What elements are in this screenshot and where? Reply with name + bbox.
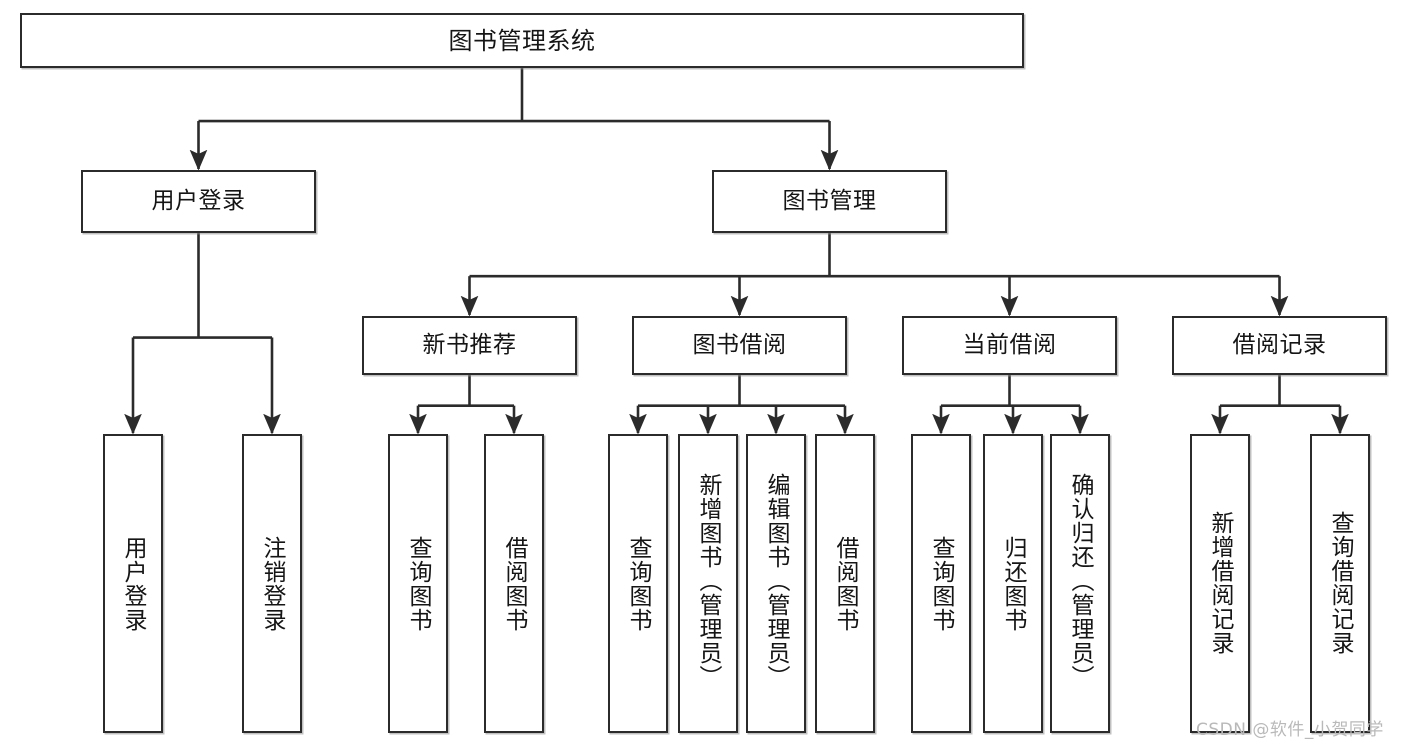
node-label: 归还图书: [1000, 535, 1027, 632]
watermark-text: CSDN @软件_小贺同学: [1196, 720, 1384, 740]
node-l-query1[interactable]: 查询图书: [388, 434, 448, 733]
node-l-queryrec[interactable]: 查询借阅记录: [1310, 434, 1370, 733]
node-label: 用户登录: [151, 188, 246, 215]
node-l-edit[interactable]: 编辑图书（管理员）: [746, 434, 806, 733]
node-l-confirm[interactable]: 确认归还（管理员）: [1050, 434, 1110, 733]
node-l-logout[interactable]: 注销登录: [242, 434, 302, 733]
node-label: 查询图书: [625, 535, 652, 632]
node-login[interactable]: 用户登录: [81, 170, 316, 233]
node-label: 查询借阅记录: [1327, 510, 1354, 655]
node-label: 查询图书: [928, 535, 955, 632]
node-label: 用户登录: [120, 535, 147, 632]
node-label: 图书借阅: [692, 332, 787, 359]
node-label: 新增图书（管理员）: [695, 473, 722, 689]
node-label: 借阅记录: [1232, 332, 1327, 359]
node-label: 图书管理系统: [448, 26, 596, 55]
node-l-query2[interactable]: 查询图书: [608, 434, 668, 733]
node-label: 当前借阅: [962, 332, 1057, 359]
node-newbook[interactable]: 新书推荐: [362, 316, 577, 375]
node-records[interactable]: 借阅记录: [1172, 316, 1387, 375]
node-label: 确认归还（管理员）: [1067, 473, 1094, 689]
node-l-borrow1[interactable]: 借阅图书: [484, 434, 544, 733]
node-l-addrec[interactable]: 新增借阅记录: [1190, 434, 1250, 733]
node-label: 新增借阅记录: [1207, 510, 1234, 655]
node-l-borrow2[interactable]: 借阅图书: [815, 434, 875, 733]
node-bookmgmt[interactable]: 图书管理: [712, 170, 947, 233]
node-label: 借阅图书: [832, 535, 859, 632]
node-l-add[interactable]: 新增图书（管理员）: [678, 434, 738, 733]
node-borrow[interactable]: 图书借阅: [632, 316, 847, 375]
node-label: 新书推荐: [422, 332, 517, 359]
node-label: 图书管理: [782, 188, 877, 215]
node-label: 注销登录: [259, 535, 286, 632]
node-root[interactable]: 图书管理系统: [20, 13, 1024, 68]
node-label: 编辑图书（管理员）: [763, 473, 790, 689]
node-l-return[interactable]: 归还图书: [983, 434, 1043, 733]
node-l-login[interactable]: 用户登录: [103, 434, 163, 733]
node-l-query3[interactable]: 查询图书: [911, 434, 971, 733]
node-current[interactable]: 当前借阅: [902, 316, 1117, 375]
node-label: 借阅图书: [501, 535, 528, 632]
node-label: 查询图书: [405, 535, 432, 632]
